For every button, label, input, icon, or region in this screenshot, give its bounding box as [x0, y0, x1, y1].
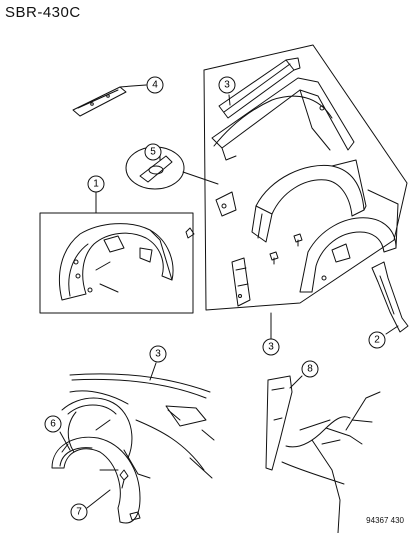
callout-7: 7	[70, 503, 88, 521]
part-6-liner	[51, 436, 151, 524]
figure-code: 94367 430	[366, 516, 404, 525]
callout-4: 4	[146, 76, 164, 94]
car-fender-view	[61, 373, 215, 479]
fender-apron-lower	[299, 189, 399, 293]
svg-text:1: 1	[93, 179, 99, 190]
svg-text:5: 5	[150, 147, 156, 158]
diagram-title: SBR-430C	[5, 4, 81, 21]
svg-text:3: 3	[224, 80, 230, 91]
part-7-fastener	[119, 469, 141, 521]
vertical-bracket	[231, 257, 251, 307]
small-bracket	[215, 191, 237, 217]
svg-text:2: 2	[374, 335, 380, 346]
callout-leaders	[59, 84, 303, 509]
callout-5: 5	[144, 143, 162, 161]
part-4-bracket	[72, 85, 133, 117]
svg-text:3: 3	[268, 342, 274, 353]
part-3-upper-rail	[218, 57, 301, 119]
svg-text:7: 7	[76, 507, 82, 518]
svg-text:3: 3	[155, 349, 161, 360]
fasteners	[269, 233, 303, 265]
callout-1: 1	[87, 175, 105, 193]
door-pillar-view	[265, 375, 381, 533]
fender-apron-middle	[251, 159, 367, 243]
callout-8: 8	[301, 360, 319, 378]
part-1-wheelhouse	[59, 223, 195, 301]
part-1-box	[39, 191, 194, 314]
callout-2: 2	[368, 331, 386, 349]
svg-text:4: 4	[152, 80, 158, 91]
callout-3-frame: 3	[262, 338, 280, 356]
callout-3-car: 3	[149, 345, 167, 363]
part-3-frame	[203, 44, 408, 311]
part-2-bracket	[371, 261, 409, 335]
callout-6: 6	[44, 415, 62, 433]
callouts: 1 2 3 3 3 4 5 6	[44, 76, 386, 521]
svg-text:6: 6	[50, 419, 56, 430]
callout-3-upper: 3	[218, 76, 236, 94]
svg-text:8: 8	[307, 364, 313, 375]
fender-apron-upper	[211, 77, 355, 161]
